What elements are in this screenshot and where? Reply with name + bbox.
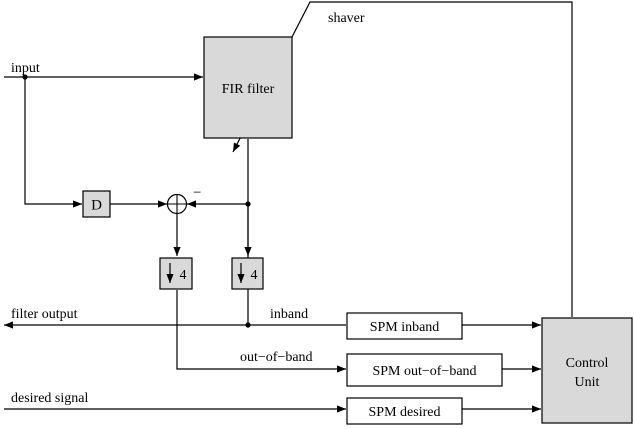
- sum-minus-sign: −: [193, 185, 201, 201]
- fir-filter-label: FIR filter: [222, 82, 275, 97]
- out-of-band-label: out−of−band: [240, 350, 313, 365]
- delay-label: D: [91, 198, 102, 214]
- input-to-delay-wire: [24, 77, 82, 208]
- filter-output-label: filter output: [11, 307, 78, 322]
- fir-filter-block: FIR filter: [203, 36, 293, 139]
- downsampler-left-factor: 4: [180, 268, 187, 283]
- out-of-band-wire: [176, 290, 346, 373]
- spm-inband-label: SPM inband: [370, 320, 440, 335]
- spm-out-of-band-label: SPM out−of−band: [372, 364, 476, 379]
- downsampler-right-block: 4: [231, 257, 264, 290]
- inband-label: inband: [270, 307, 308, 322]
- inband-junction-dot: [245, 322, 251, 328]
- spm-desired-label: SPM desired: [369, 405, 441, 420]
- downsampler-left-block: 4: [159, 257, 193, 290]
- spm-inband-block: SPM inband: [346, 312, 463, 340]
- downsampler-right-factor: 4: [251, 268, 258, 283]
- control-unit-label-line1: Control: [566, 356, 609, 371]
- control-unit-block: Control Unit: [541, 317, 633, 424]
- summing-junction: −: [166, 185, 201, 215]
- shaver-label: shaver: [328, 11, 365, 26]
- control-unit-label-line2: Unit: [575, 375, 600, 390]
- input-label: input: [11, 61, 40, 76]
- desired-signal-label: desired signal: [11, 391, 88, 406]
- spm-desired-block: SPM desired: [346, 397, 463, 425]
- delay-block: D: [82, 190, 111, 218]
- spm-out-of-band-block: SPM out−of−band: [346, 353, 503, 387]
